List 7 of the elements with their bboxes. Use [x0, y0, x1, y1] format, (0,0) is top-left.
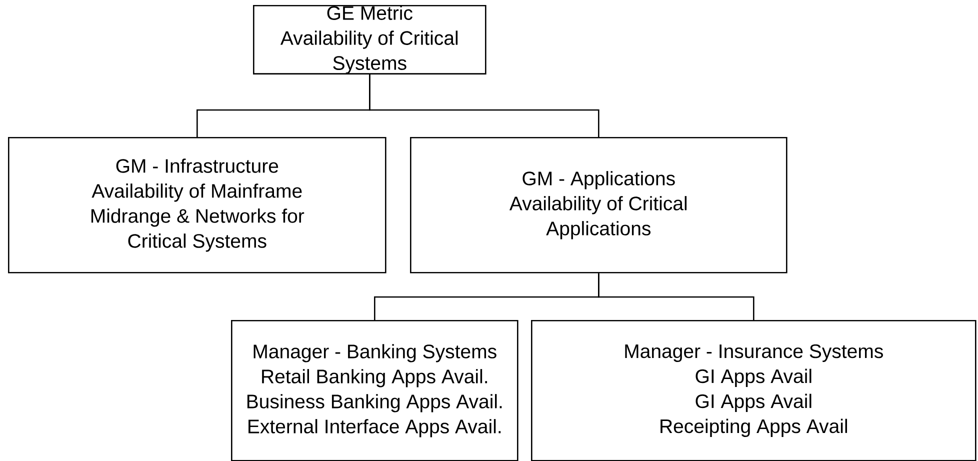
connector-line — [598, 273, 754, 320]
org-box: GM - Applications Availability of Critical Applications — [410, 137, 788, 274]
org-box: GM - Infrastructure Availability of Mainframe Midrange & Networks for Critical Systems — [8, 137, 386, 274]
org-box: GE Metric Availability of Critical Systems — [253, 5, 486, 74]
org-box: Manager - Insurance Systems GI Apps Avail GI Apps Avail Receipting Apps Avail — [531, 320, 976, 461]
org-box: Manager - Banking Systems Retail Banking Apps Avail. Business Banking Apps Avail. External Interface Apps Avail. — [231, 320, 518, 461]
connector-line — [369, 74, 600, 137]
